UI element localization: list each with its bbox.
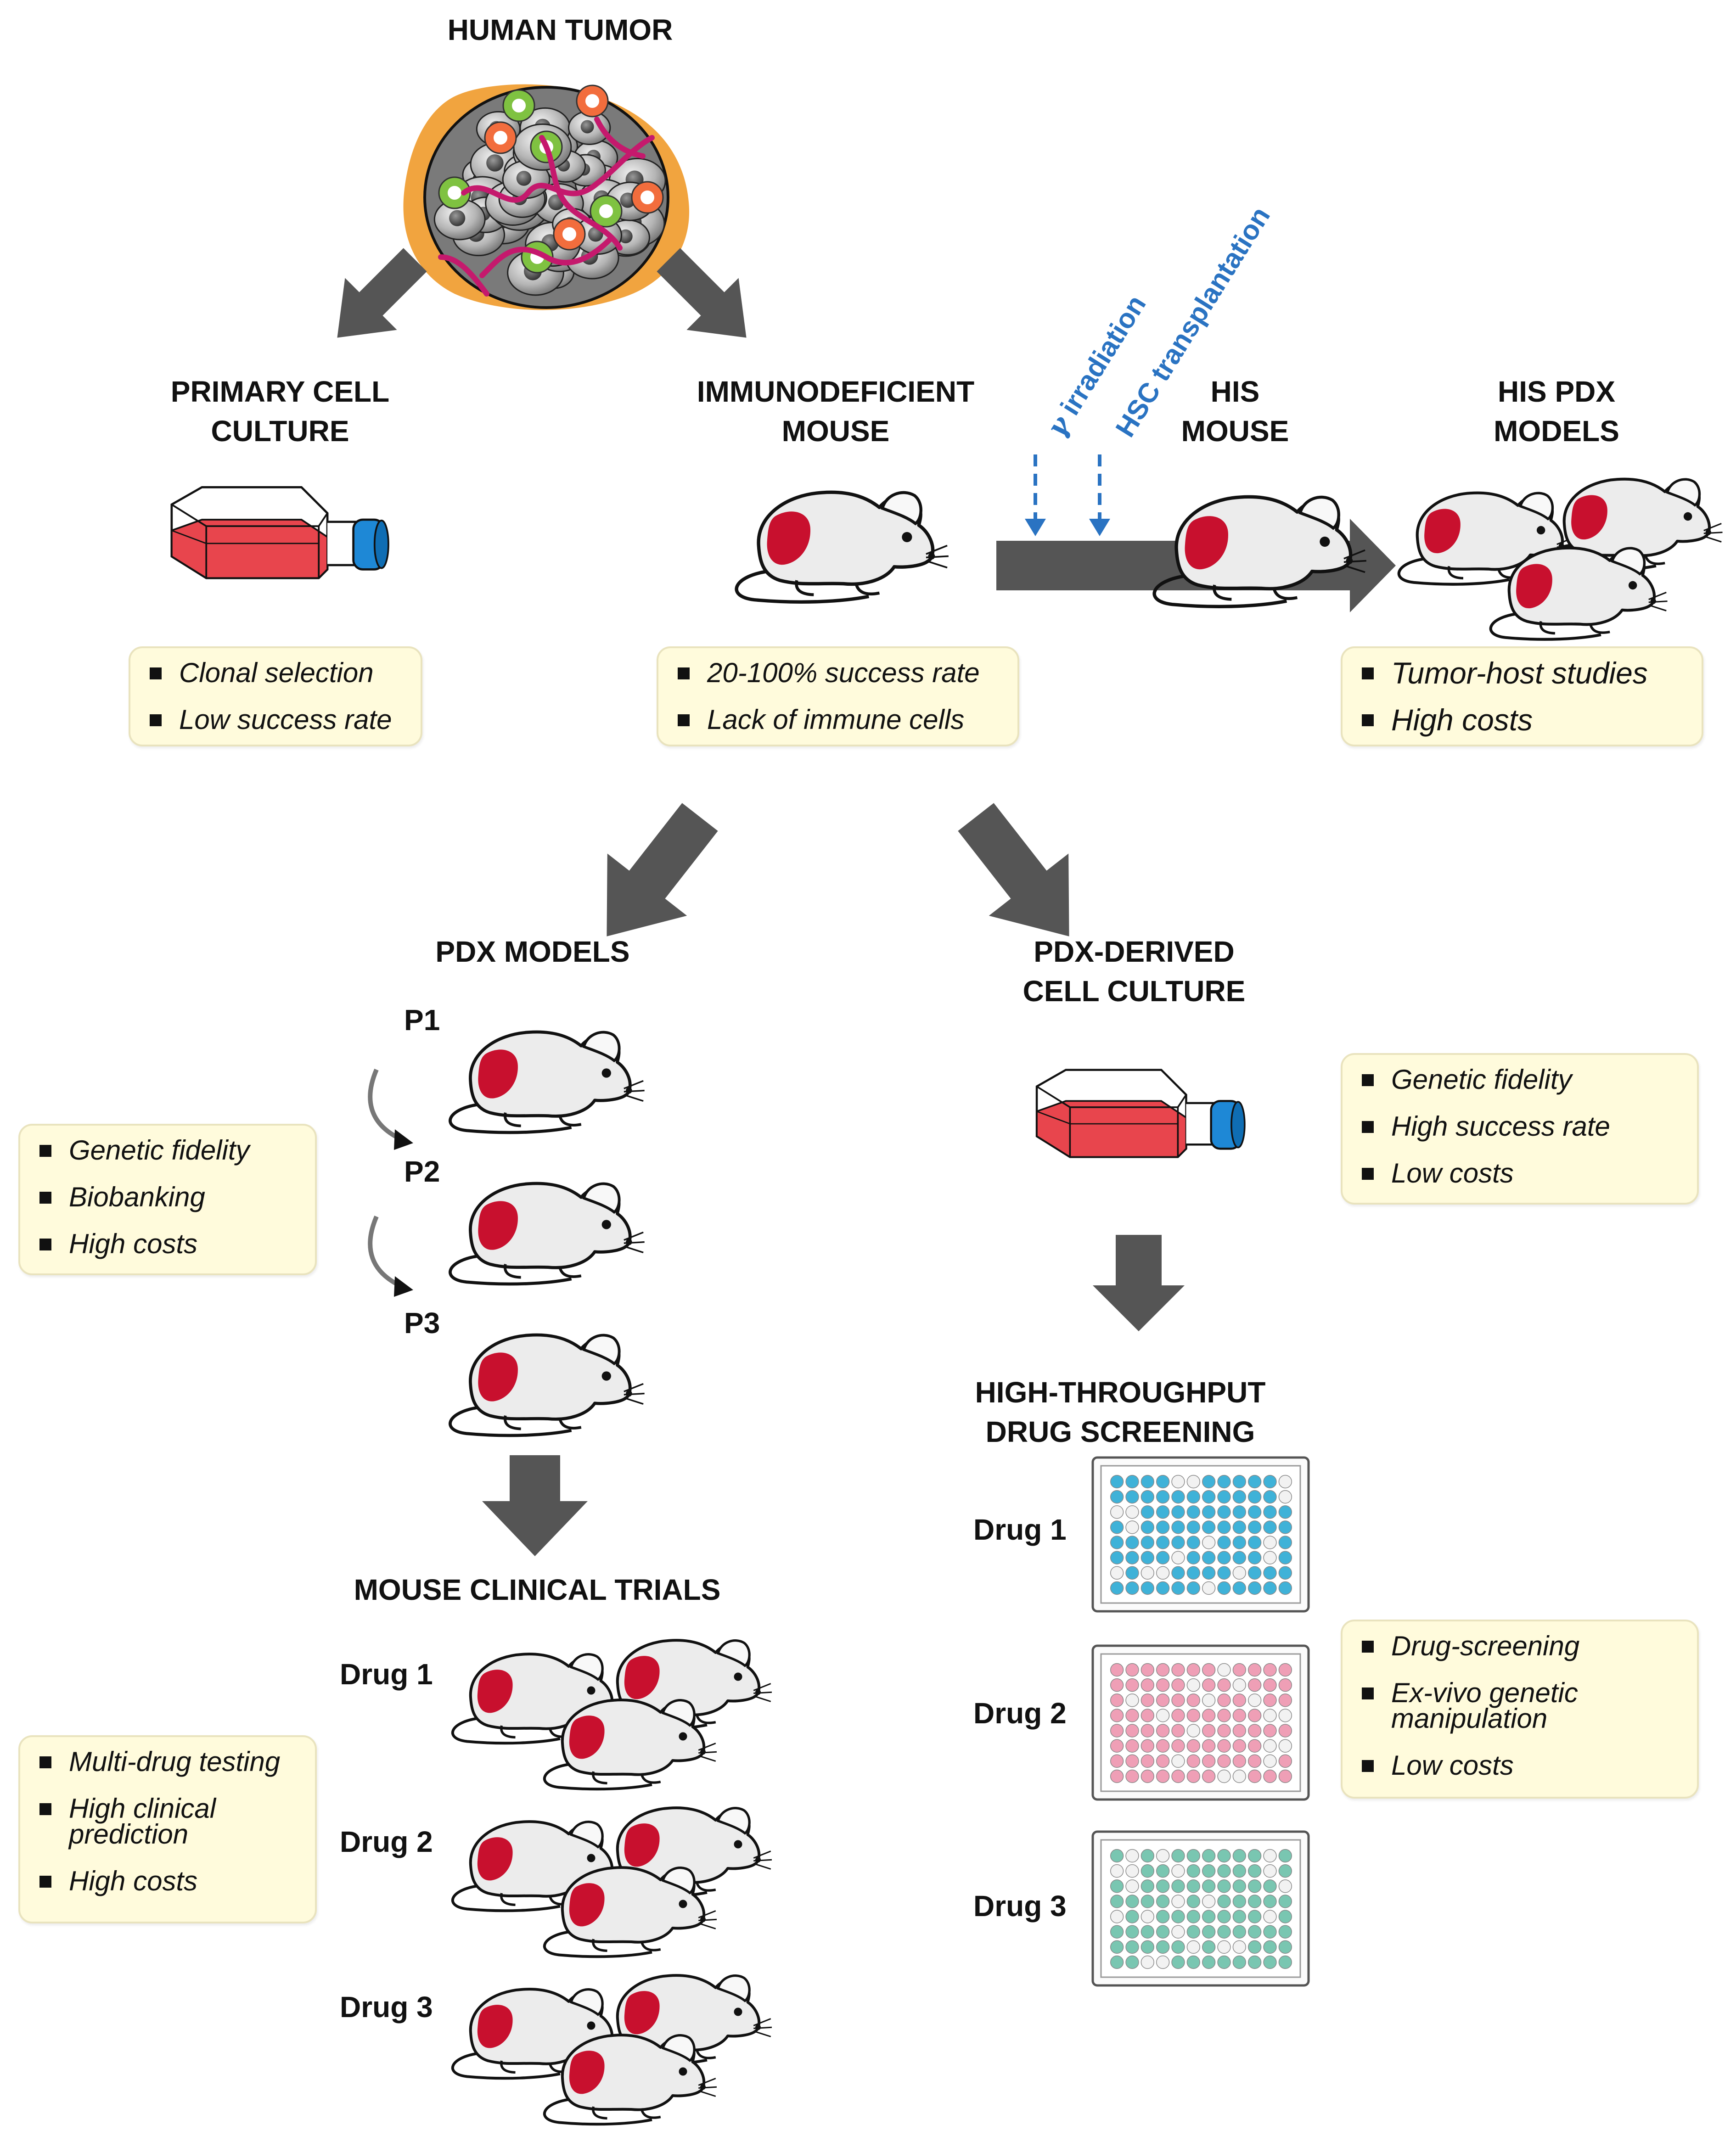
box-item: Clonal selection xyxy=(150,659,407,687)
human-tumor-illustration xyxy=(403,84,690,310)
well-plate-2 xyxy=(1091,1644,1310,1801)
hts-drug-1-label: Drug 1 xyxy=(973,1513,1067,1546)
primary-culture-flask xyxy=(172,487,388,578)
arrow-to-drug-screening xyxy=(1093,1235,1185,1331)
pdx-mouse-p3 xyxy=(450,1335,644,1435)
passage-arrows xyxy=(368,1069,413,1297)
box-primary-culture: Clonal selection Low success rate xyxy=(129,646,422,746)
hts-drug-3-label: Drug 3 xyxy=(973,1889,1067,1923)
box-item: Tumor-host studies xyxy=(1362,658,1688,688)
pdx-mouse-p1 xyxy=(450,1032,644,1132)
box-item: Multi-drug testing xyxy=(39,1748,301,1776)
box-item: Low costs xyxy=(1362,1160,1683,1187)
box-item: Low success rate xyxy=(150,706,407,734)
well-plate-1 xyxy=(1091,1456,1310,1613)
box-mouse-clinical-trials: Multi-drug testing High clinical predict… xyxy=(18,1735,317,1923)
box-item: Biobanking xyxy=(39,1183,301,1211)
box-item: High clinical prediction xyxy=(39,1795,271,1848)
box-pdx-derived: Genetic fidelity High success rate Low c… xyxy=(1341,1053,1699,1205)
pdx-mouse-p2 xyxy=(450,1183,644,1284)
arrow-to-mouse-clinical-trials xyxy=(482,1455,588,1556)
passage-p1-label: P1 xyxy=(404,1004,440,1037)
box-item: Low costs xyxy=(1362,1752,1683,1779)
immunodeficient-mouse xyxy=(736,492,949,602)
box-immunodeficient: 20-100% success rate Lack of immune cell… xyxy=(657,646,1019,746)
box-item: Ex-vivo genetic manipulation xyxy=(1362,1679,1612,1732)
passage-p2-label: P2 xyxy=(404,1155,440,1188)
pdx-derived-flask xyxy=(1037,1070,1245,1157)
mct-drug-3-label: Drug 3 xyxy=(340,1990,433,2024)
passage-p3-label: P3 xyxy=(404,1306,440,1340)
hts-drug-2-label: Drug 2 xyxy=(973,1697,1067,1730)
box-item: 20-100% success rate xyxy=(678,659,1004,687)
title-mouse-clinical-trials: MOUSE CLINICAL TRIALS xyxy=(354,1573,721,1606)
well-plate-3 xyxy=(1091,1830,1310,1987)
box-item: High costs xyxy=(1362,705,1688,735)
box-his-pdx: Tumor-host studies High costs xyxy=(1341,646,1703,746)
box-item: High costs xyxy=(39,1867,301,1895)
box-pdx-models: Genetic fidelity Biobanking High costs xyxy=(18,1124,317,1275)
box-item: Lack of immune cells xyxy=(678,706,1004,734)
box-item: Genetic fidelity xyxy=(1362,1066,1683,1093)
box-item: High costs xyxy=(39,1230,301,1258)
mct-drug-2-label: Drug 2 xyxy=(340,1825,433,1858)
box-item: Drug-screening xyxy=(1362,1632,1683,1660)
treatment-arrows xyxy=(1025,454,1110,536)
box-item: Genetic fidelity xyxy=(39,1137,301,1164)
box-drug-screening: Drug-screening Ex-vivo genetic manipulat… xyxy=(1341,1620,1699,1799)
mct-drug-1-label: Drug 1 xyxy=(340,1658,433,1691)
title-human-tumor: HUMAN TUMOR xyxy=(447,13,673,46)
title-pdx-models: PDX MODELS xyxy=(435,935,630,968)
box-item: High success rate xyxy=(1362,1113,1683,1140)
